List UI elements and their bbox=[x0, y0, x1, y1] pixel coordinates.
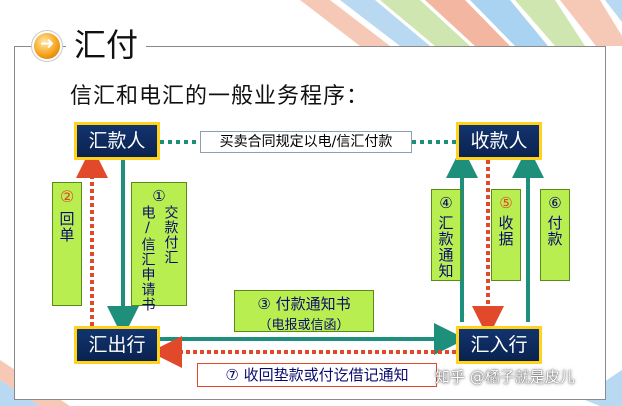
step-5-label: 收据 bbox=[496, 215, 515, 247]
page-subtitle: 信汇和电汇的一般业务程序： bbox=[70, 84, 370, 109]
step-1-box: ① 交款付汇 电/信汇申请书 bbox=[131, 182, 187, 312]
node-paying-bank: 汇入行 bbox=[456, 326, 542, 364]
step-2-box: ② 回单 bbox=[52, 182, 82, 306]
step-6-box: ⑥ 付款 bbox=[540, 189, 570, 281]
step-6-number: ⑥ bbox=[546, 194, 564, 213]
step-1-application-label: 电/信汇申请书 bbox=[139, 205, 156, 312]
node-payee: 收款人 bbox=[456, 122, 542, 160]
step-4-number: ④ bbox=[437, 194, 455, 213]
step-1-number: ① bbox=[152, 187, 166, 205]
watermark: 知乎 @橘子就是皮儿 bbox=[435, 368, 575, 386]
contract-label: 买卖合同规定以电/信汇付款 bbox=[200, 131, 412, 153]
step-3-label: ③ 付款通知书 bbox=[257, 295, 351, 313]
step-7-label: ⑦ 收回垫款或付讫借记通知 bbox=[197, 363, 437, 387]
step-6-label: 付款 bbox=[545, 215, 564, 247]
arrow-bullet-icon: ➜ bbox=[34, 33, 60, 59]
step-3-sublabel: （电报或信函） bbox=[258, 318, 350, 333]
node-remitter: 汇款人 bbox=[74, 122, 160, 160]
step-1-deposit-label: 交款付汇 bbox=[162, 205, 179, 265]
page-title: 汇付 bbox=[66, 25, 147, 65]
step-2-label: 回单 bbox=[57, 211, 76, 243]
step-4-label: 汇款通知 bbox=[436, 215, 455, 279]
node-remitting-bank: 汇出行 bbox=[74, 326, 160, 364]
step-4-box: ④ 汇款通知 bbox=[431, 189, 461, 281]
step-2-number: ② bbox=[57, 187, 77, 207]
step-5-box: ⑤ 收据 bbox=[491, 189, 521, 281]
step-5-number: ⑤ bbox=[497, 194, 515, 213]
step-3-box: ③ 付款通知书 （电报或信函） bbox=[234, 290, 374, 333]
